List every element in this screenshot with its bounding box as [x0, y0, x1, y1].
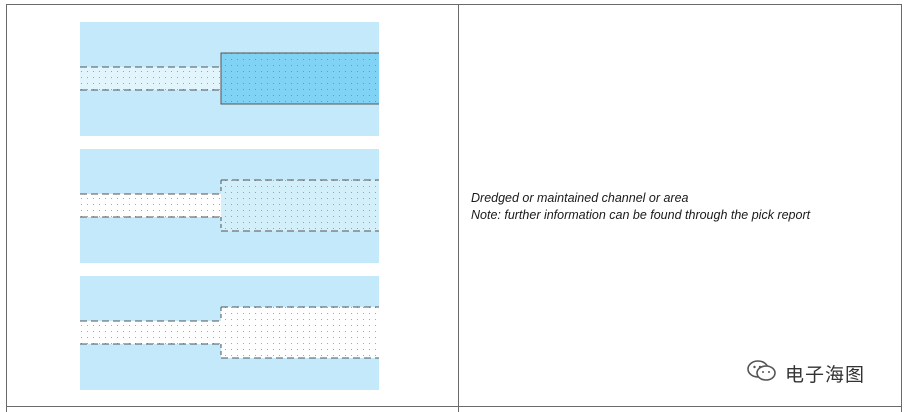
description-line-1: Dredged or maintained channel or area: [471, 191, 689, 205]
table-right-border: [901, 4, 902, 412]
watermark: 电子海图: [745, 359, 866, 388]
dredged-solid-graphic: [80, 22, 379, 136]
dredged-area-boundary: [220, 52, 379, 105]
dredged-dashed-white-graphic: [80, 276, 379, 390]
table-center-divider: [458, 4, 459, 412]
symbol-description: Dredged or maintained channel or area No…: [471, 190, 891, 224]
table-left-border: [6, 4, 7, 412]
table-bottom-border: [6, 406, 902, 407]
wechat-logo-icon: [745, 359, 779, 388]
table-top-border: [6, 4, 902, 5]
symbol-dredged-dashed-tinted: [80, 149, 379, 263]
symbol-dredged-dashed-white: [80, 276, 379, 390]
description-line-2: Note: further information can be found t…: [471, 208, 811, 222]
symbol-dredged-solid: [80, 22, 379, 136]
dredged-dashed-tinted-graphic: [80, 149, 379, 263]
watermark-text: 电子海图: [785, 363, 866, 386]
